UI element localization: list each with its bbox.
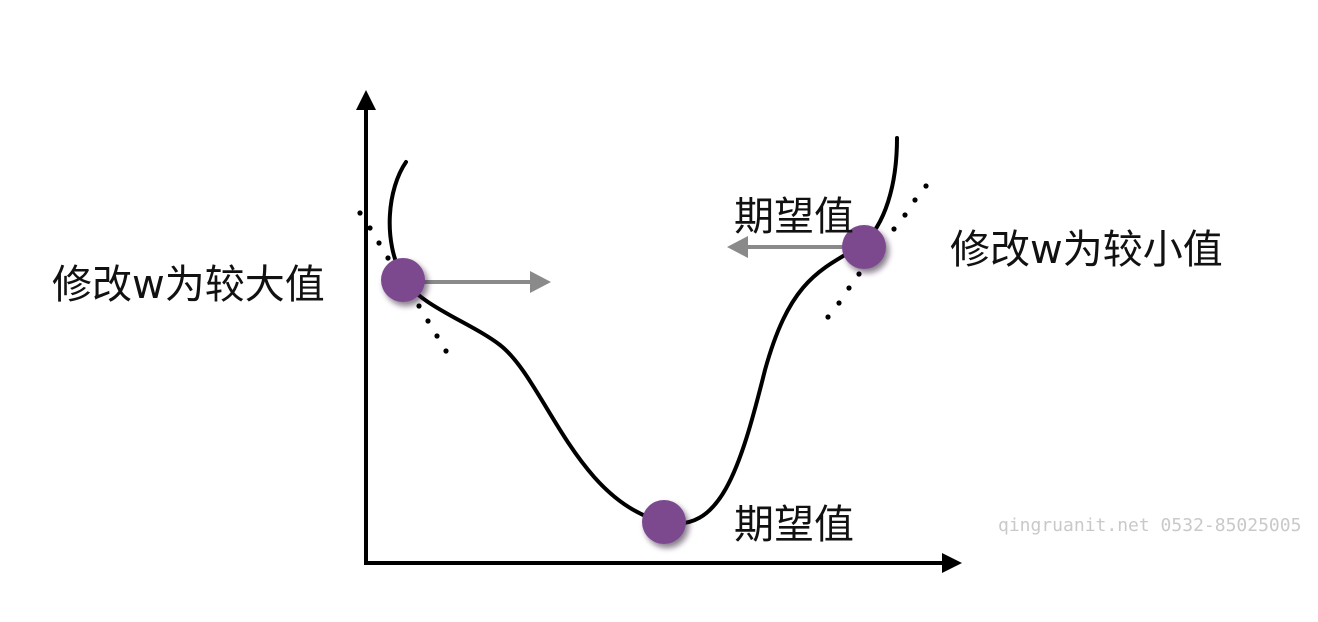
arrow-right — [422, 271, 551, 293]
label-expected-bottom: 期望值 — [734, 502, 854, 548]
label-expected-top: 期望值 — [734, 194, 854, 240]
ball-left — [381, 258, 425, 302]
y-axis-arrowhead — [356, 90, 376, 110]
ball-right — [842, 225, 886, 269]
watermark: qingruanit.net 0532-85025005 — [998, 515, 1301, 536]
axes — [356, 90, 962, 573]
ball-minimum — [642, 500, 686, 544]
tangent-line-left — [357, 210, 449, 354]
tangent-line-right — [825, 183, 929, 320]
label-right-action: 修改w为较小值 — [950, 227, 1223, 273]
label-left-action: 修改w为较大值 — [52, 262, 325, 308]
x-axis-arrowhead — [942, 553, 962, 573]
